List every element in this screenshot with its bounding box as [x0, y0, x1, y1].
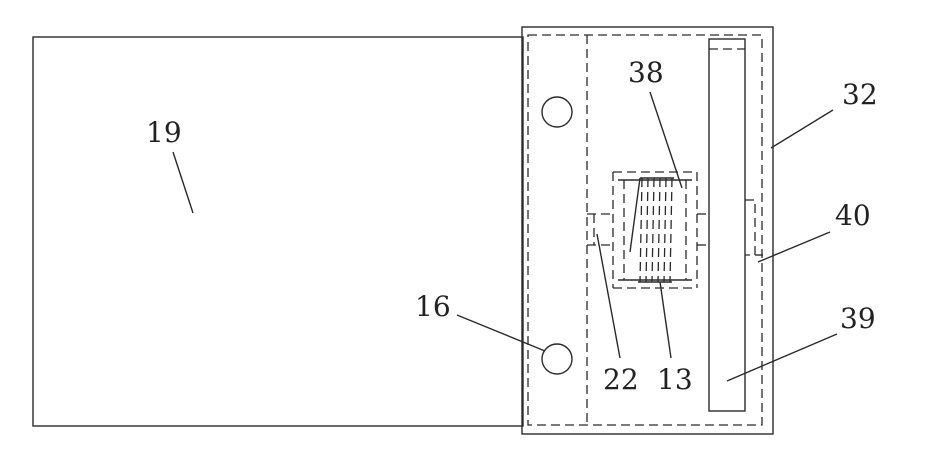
leader-32: [770, 109, 834, 149]
leader-39: [726, 333, 838, 382]
label-19: 19: [146, 116, 182, 149]
spring-13: [612, 171, 698, 289]
leader-40: [757, 231, 831, 263]
hole-16: [541, 343, 573, 375]
housing-32: [521, 26, 774, 435]
label-38: 38: [628, 56, 664, 89]
leader-16: [456, 314, 546, 352]
hole-upper: [541, 96, 573, 128]
leader-22: [596, 233, 621, 359]
bar-39: [708, 38, 746, 412]
label-39: 39: [840, 302, 876, 335]
plate-19: [32, 36, 524, 427]
label-13: 13: [657, 363, 693, 396]
inner-dashed-frame: [527, 34, 763, 426]
leader-38: [649, 91, 683, 189]
label-22: 22: [603, 363, 639, 396]
notch-40: [745, 199, 756, 256]
leader-19: [172, 151, 194, 214]
label-40: 40: [835, 199, 871, 232]
leader-13: [659, 281, 672, 359]
label-32: 32: [842, 78, 878, 111]
label-16: 16: [415, 290, 451, 323]
